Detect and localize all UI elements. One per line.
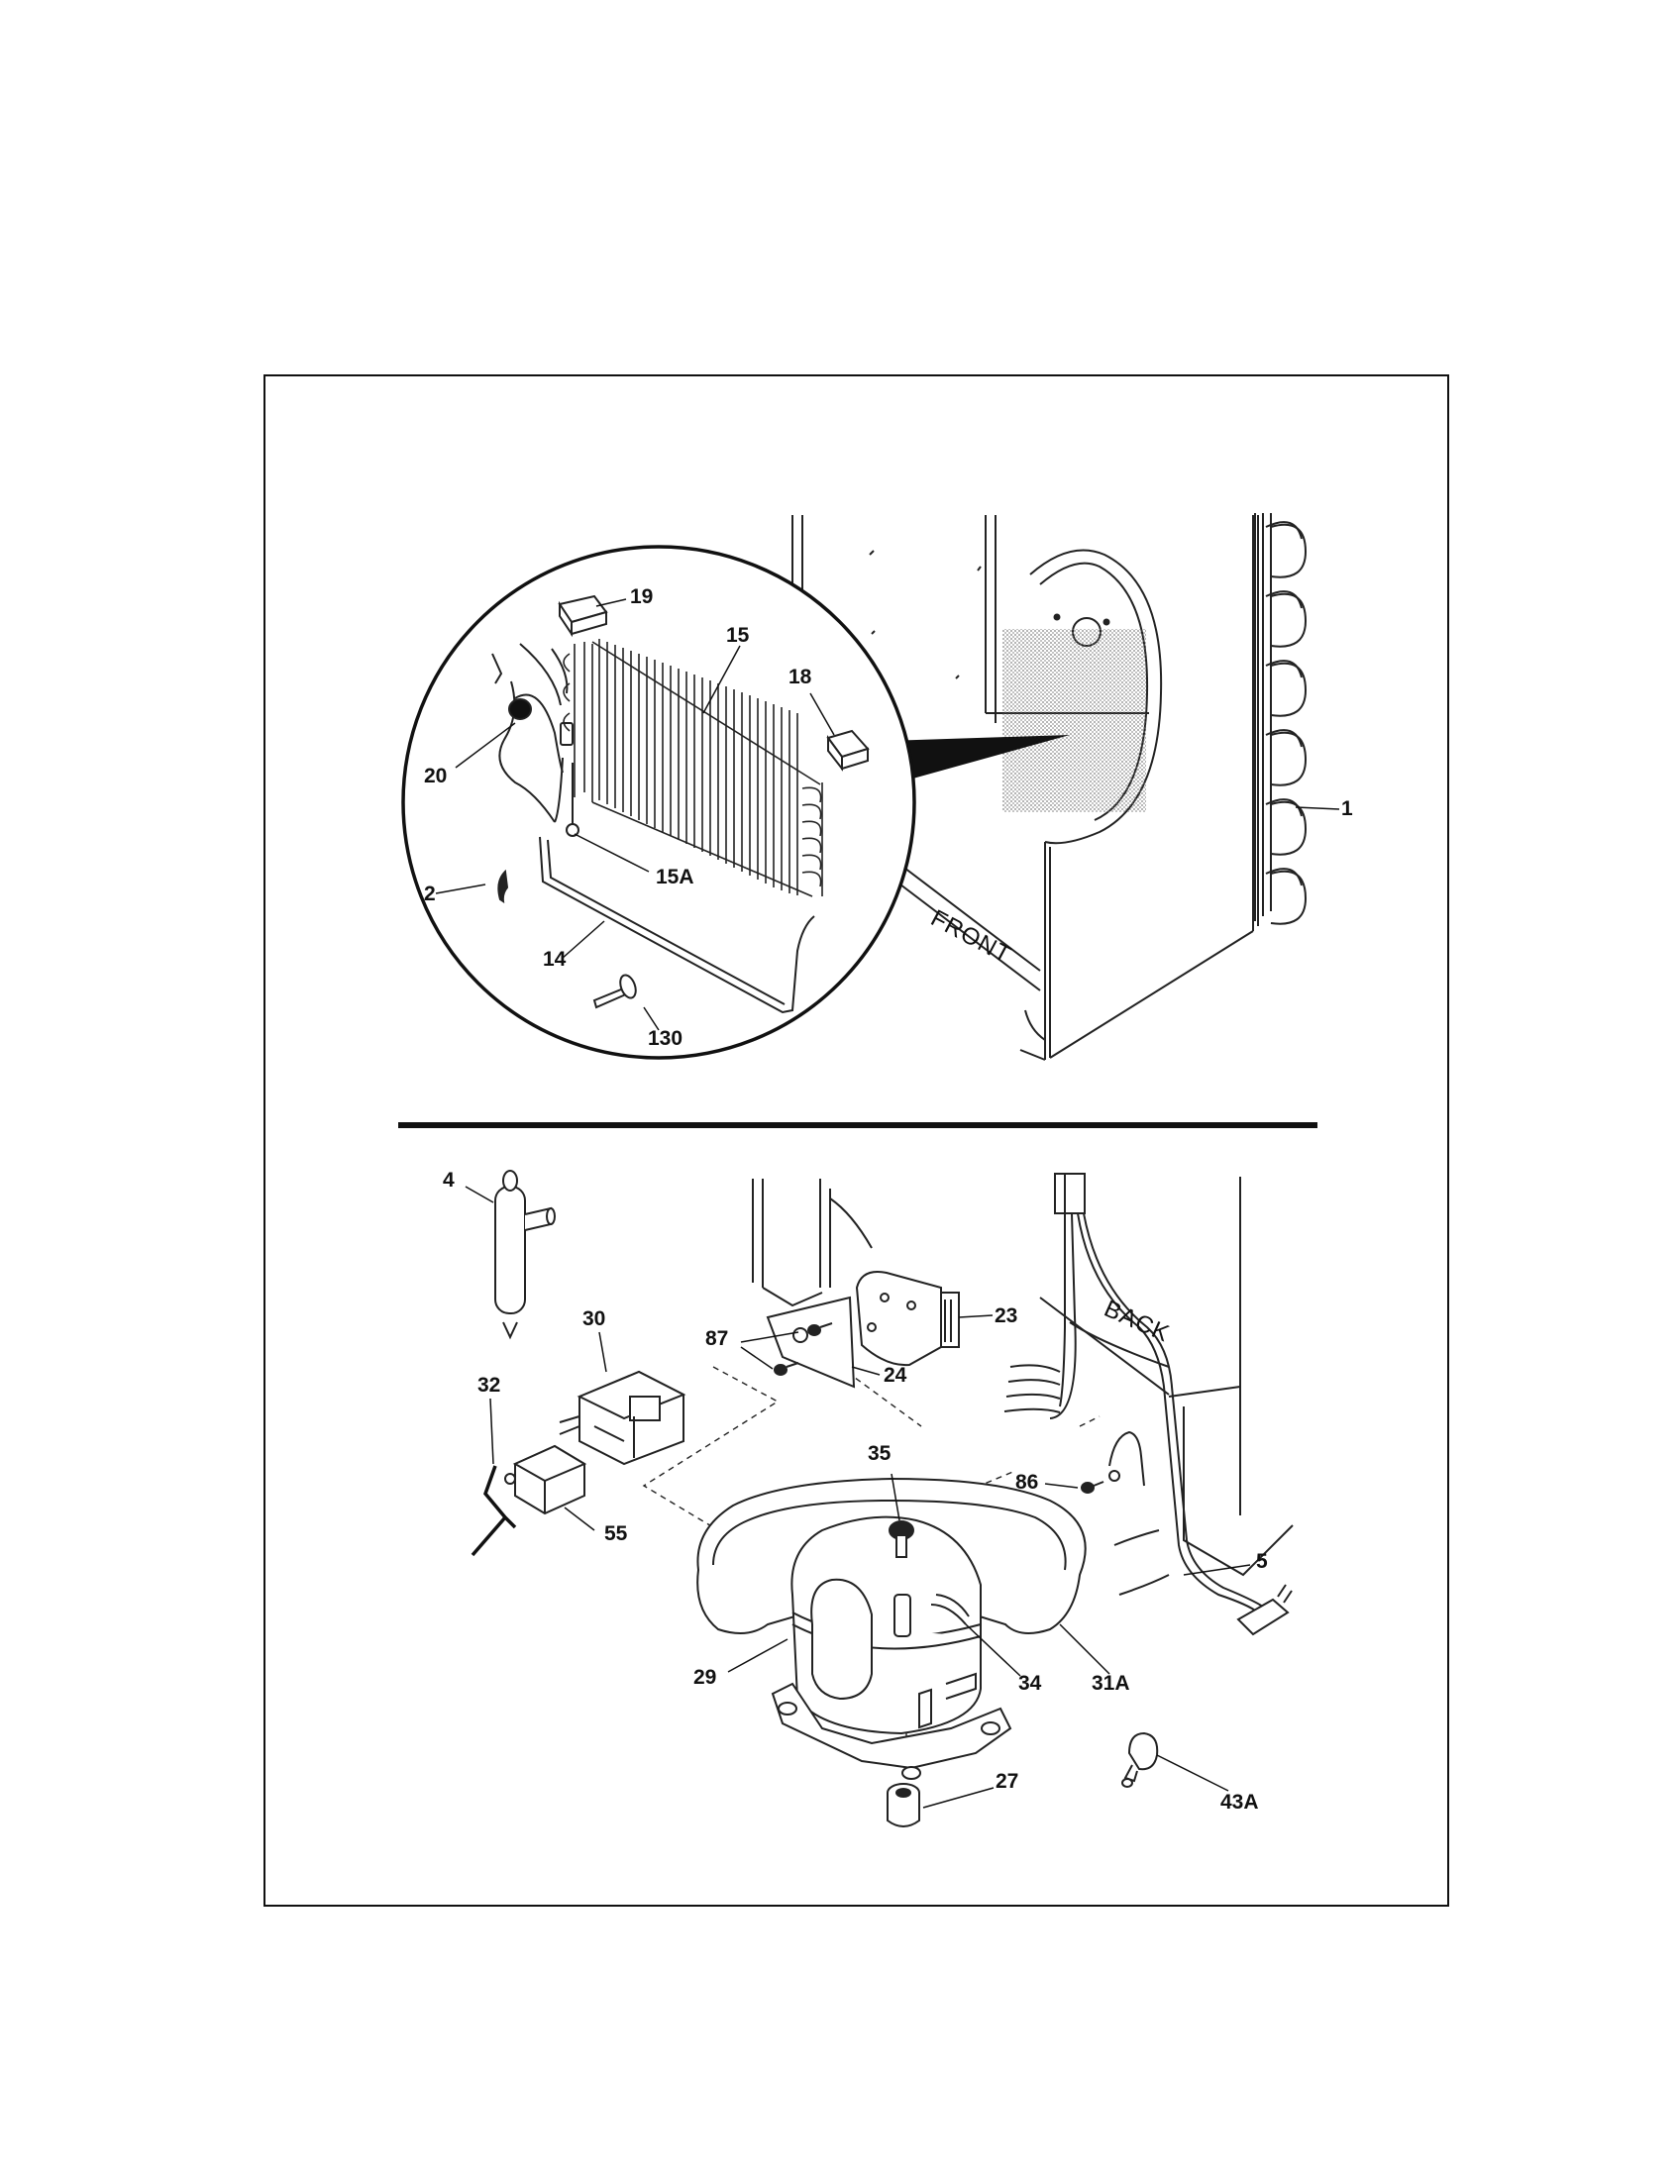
cabinet-bottom-outline xyxy=(752,1177,1294,1577)
part-35-screw xyxy=(889,1520,914,1558)
part-29-compressor xyxy=(771,1515,1012,1780)
callout-27: 27 xyxy=(996,1770,1018,1793)
heater-wires xyxy=(491,643,574,746)
callout-4: 4 xyxy=(443,1169,455,1192)
part-23-timer xyxy=(855,1271,960,1367)
callout-29: 29 xyxy=(693,1666,716,1689)
part-87-screws xyxy=(774,1322,833,1376)
callout-86: 86 xyxy=(1015,1471,1038,1494)
callout-20: 20 xyxy=(424,765,447,787)
callout-14: 14 xyxy=(543,948,567,971)
evaporator-coil xyxy=(563,639,823,897)
part-55-overload xyxy=(504,1444,587,1515)
zoom-pointer xyxy=(887,735,1070,784)
callout-87: 87 xyxy=(705,1327,728,1350)
evaporator-detail-circle xyxy=(401,545,916,1060)
diagram-frame xyxy=(263,374,1449,1907)
cabinet-illustration xyxy=(791,515,1259,1061)
bottom-leader-lines xyxy=(465,1186,1251,1809)
part-2-clip xyxy=(497,869,509,904)
condenser-coil xyxy=(1254,513,1308,925)
callout-43a: 43A xyxy=(1220,1791,1259,1814)
part-30-relay xyxy=(559,1370,686,1466)
callout-30: 30 xyxy=(582,1307,605,1330)
part-27-grommet xyxy=(887,1783,920,1827)
callout-5: 5 xyxy=(1256,1550,1268,1573)
callout-35: 35 xyxy=(868,1442,892,1465)
part-32-wire xyxy=(471,1465,517,1557)
callout-32: 32 xyxy=(477,1374,500,1397)
callout-23: 23 xyxy=(995,1304,1017,1327)
part-4-drier xyxy=(494,1170,556,1340)
part-130-screw xyxy=(592,974,637,1009)
callout-55: 55 xyxy=(604,1522,628,1545)
part-18-bracket xyxy=(826,729,870,772)
front-label: FRONT xyxy=(926,904,1015,969)
callout-18: 18 xyxy=(788,666,812,688)
callout-1: 1 xyxy=(1341,797,1353,820)
wire-harness xyxy=(1003,1173,1293,1636)
evaporator-location-shading xyxy=(1002,629,1146,812)
callout-15: 15 xyxy=(726,624,750,647)
top-leader-lines xyxy=(435,598,1340,1031)
part-43a-clamp xyxy=(1121,1731,1159,1788)
callout-34: 34 xyxy=(1018,1672,1042,1695)
callout-15a: 15A xyxy=(656,866,694,888)
callout-2: 2 xyxy=(424,883,436,905)
part-19-bracket xyxy=(558,594,608,638)
callout-31a: 31A xyxy=(1092,1672,1130,1695)
callout-19: 19 xyxy=(630,585,653,608)
callout-24: 24 xyxy=(884,1364,907,1387)
callout-130: 130 xyxy=(648,1027,682,1050)
part-86-screw xyxy=(1081,1470,1120,1494)
back-label: BACK xyxy=(1101,1296,1174,1348)
